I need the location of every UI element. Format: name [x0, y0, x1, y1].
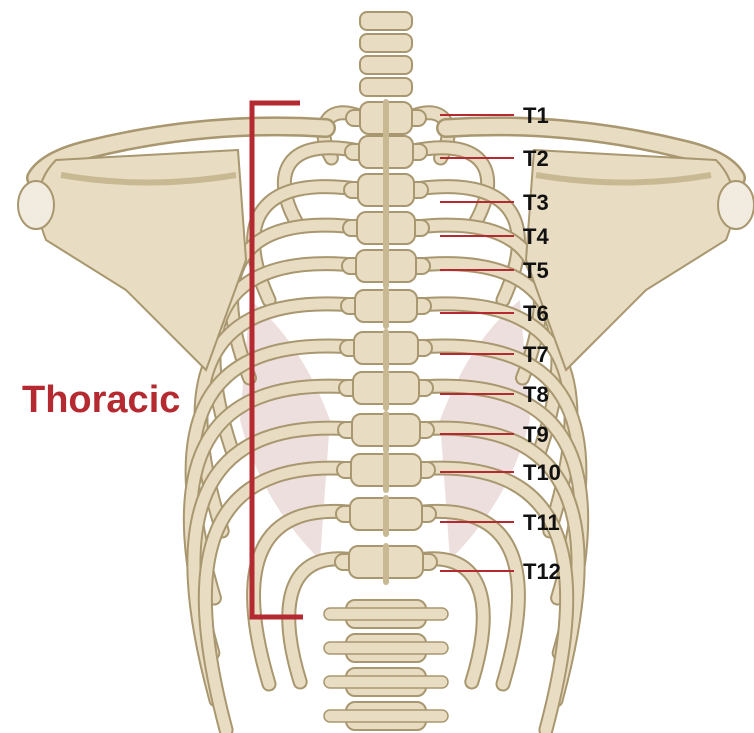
glenoid [18, 181, 54, 229]
vertebra-label-t3: T3 [523, 190, 549, 215]
cervical-vertebra [360, 34, 412, 52]
vertebra-label-t9: T9 [523, 422, 549, 447]
rib-fill-right-3 [408, 187, 518, 300]
cervical-vertebra [360, 56, 412, 74]
lumbar-process [324, 642, 448, 654]
vertebra-label-t6: T6 [523, 301, 549, 326]
cervical-vertebra [360, 12, 412, 30]
region-label-thoracic: Thoracic [22, 379, 180, 421]
vertebra-label-t5: T5 [523, 258, 549, 283]
vertebra-label-t1: T1 [523, 103, 549, 128]
glenoid [718, 181, 754, 229]
cervical-vertebra [360, 78, 412, 96]
vertebra-label-t10: T10 [523, 460, 561, 485]
vertebra-label-t2: T2 [523, 146, 549, 171]
vertebra-label-t12: T12 [523, 559, 561, 584]
lumbar-process [324, 608, 448, 620]
vertebra-label-t11: T11 [523, 510, 560, 535]
vertebra-label-t8: T8 [523, 382, 549, 407]
vertebra-label-t7: T7 [523, 342, 549, 367]
lumbar-process [324, 676, 448, 688]
vertebra-label-t4: T4 [523, 224, 549, 249]
lumbar-process [324, 710, 448, 722]
rib-fill-left-3 [254, 187, 364, 300]
